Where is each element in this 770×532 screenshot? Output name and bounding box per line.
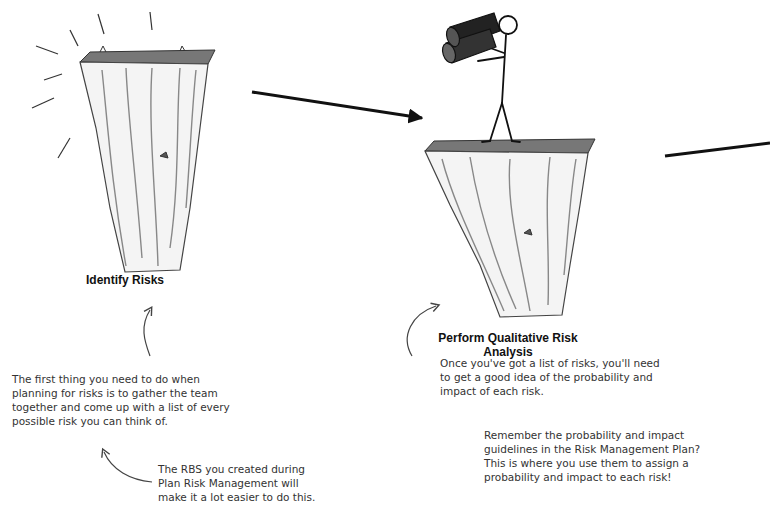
handwritten-note: The RBS you created during Plan Risk Man…: [158, 462, 318, 504]
flow-arrow: [252, 92, 422, 118]
handwritten-note: Once you've got a list of risks, you'll …: [440, 356, 672, 398]
step-heading: Perform Qualitative Risk Analysis: [416, 331, 600, 359]
handwritten-note: The first thing you need to do when plan…: [12, 372, 248, 428]
process-step: Identify Risks: [30, 8, 220, 298]
process-step: Perform Qualitative Risk Analysis: [420, 5, 600, 365]
cliff-illustration: [30, 8, 220, 298]
next-step-arrow: [665, 143, 770, 156]
leader-arrow: [144, 310, 150, 356]
handwritten-note: Remember the probability and impact guid…: [484, 428, 702, 484]
cliff-illustration: [420, 5, 600, 365]
step-heading: Identify Risks: [30, 273, 220, 287]
leader-arrow: [104, 452, 152, 482]
leader-arrow: [407, 306, 436, 356]
